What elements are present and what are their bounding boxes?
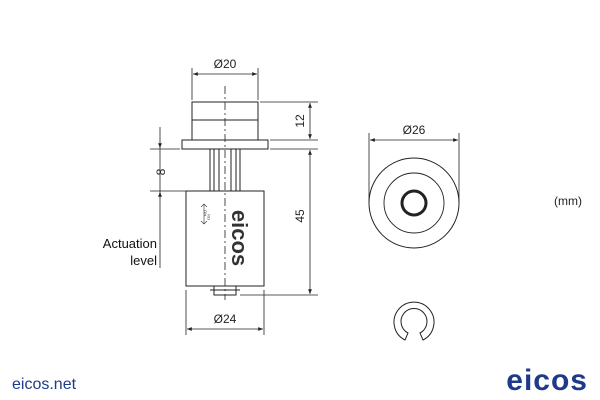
retaining-clip-icon bbox=[393, 301, 435, 341]
dim-top-diameter-label: Ø20 bbox=[214, 57, 237, 71]
body-marking: eicos bbox=[227, 210, 252, 266]
dim-bottom-diameter bbox=[185, 290, 265, 335]
switch-marking: ON ON bbox=[200, 203, 211, 225]
float-body bbox=[185, 190, 265, 287]
switch-on-text: ON bbox=[203, 210, 208, 216]
dim-float-diameter bbox=[368, 133, 460, 203]
side-view bbox=[181, 86, 269, 300]
dim-top-height-label: 12 bbox=[293, 114, 307, 128]
top-view bbox=[368, 157, 460, 249]
dim-bottom-diameter-label: Ø24 bbox=[214, 312, 237, 326]
dim-top-height bbox=[260, 101, 318, 141]
actuation-label-line1: Actuation bbox=[103, 236, 157, 251]
dim-total-height-label: 45 bbox=[293, 209, 307, 223]
switch-on-rotated-text: ON bbox=[206, 214, 211, 220]
units-label: (mm) bbox=[554, 194, 582, 208]
float-outer-circle bbox=[368, 157, 460, 249]
actuation-label-line2: level bbox=[130, 253, 157, 268]
switch-arrow-icon bbox=[200, 203, 208, 225]
dim-top-diameter bbox=[191, 68, 259, 100]
body-brand-text: eicos bbox=[227, 210, 252, 266]
brand-logo: eicos bbox=[506, 364, 588, 397]
dim-total-height bbox=[240, 148, 318, 296]
website-link[interactable]: eicos.net bbox=[12, 376, 77, 393]
dim-flange-offset-label: 8 bbox=[154, 168, 168, 175]
dim-flange-offset bbox=[150, 127, 186, 214]
float-hole bbox=[400, 189, 428, 217]
dim-float-diameter-label: Ø26 bbox=[403, 123, 426, 137]
float-inner-circle bbox=[383, 172, 445, 234]
